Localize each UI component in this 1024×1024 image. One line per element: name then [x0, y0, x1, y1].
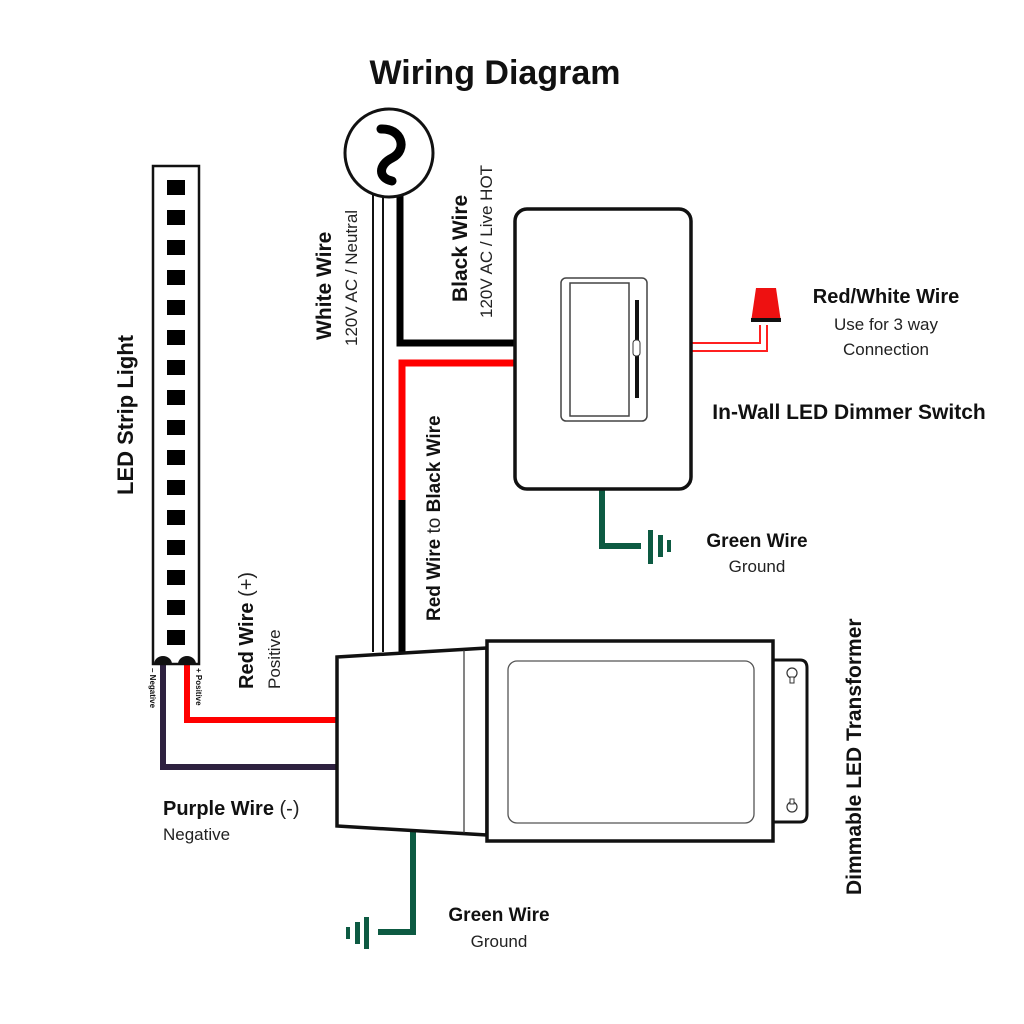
led-strip-label: LED Strip Light	[113, 334, 138, 495]
joiner-word: to	[424, 512, 445, 538]
positive-sign: (+)	[236, 572, 258, 603]
red-positive-wire-label: Red Wire (+)	[236, 572, 258, 689]
red-white-wire-desc-1: Use for 3 way	[834, 315, 938, 334]
ac-wave-icon	[376, 124, 406, 186]
red-positive-wire-desc: Positive	[265, 629, 284, 689]
led-chip	[167, 270, 185, 285]
transformer-label-panel	[507, 660, 755, 824]
green-wire-switch-desc: Ground	[729, 557, 786, 576]
red-positive-wire	[184, 664, 338, 723]
black-wire-label: Black Wire	[449, 195, 472, 302]
led-chip	[167, 450, 185, 465]
led-chip	[167, 570, 185, 585]
led-chip	[167, 300, 185, 315]
black-wire-desc: 120V AC / Live HOT	[477, 165, 496, 318]
led-chip	[167, 210, 185, 225]
red-wire-name: Red Wire	[236, 602, 258, 689]
purple-wire-name: Purple Wire	[163, 798, 274, 820]
purple-negative-wire-desc: Negative	[163, 825, 230, 844]
purple-negative-wire-label: Purple Wire (-)	[163, 798, 300, 820]
transformer-label: Dimmable LED Transformer	[843, 618, 866, 895]
green-ground-wire-transformer	[378, 832, 416, 935]
led-chips	[167, 180, 185, 645]
led-chip	[167, 540, 185, 555]
led-chip	[167, 510, 185, 525]
led-strip	[151, 164, 201, 666]
red-white-wire-desc-2: Connection	[843, 340, 929, 359]
white-neutral-wire	[372, 195, 384, 652]
led-chip	[167, 330, 185, 345]
wire-nut-connector-icon	[751, 288, 781, 322]
white-wire-label: White Wire	[313, 232, 336, 340]
led-chip	[167, 390, 185, 405]
black-wire-word: Black Wire	[424, 415, 445, 512]
green-wire-transformer-desc: Ground	[471, 932, 528, 951]
led-chip	[167, 630, 185, 645]
red-white-three-way-wire	[692, 325, 768, 352]
mounting-tab	[774, 658, 809, 824]
red-white-wire-label: Red/White Wire	[813, 286, 960, 308]
mounting-hole-icon	[786, 798, 798, 813]
led-chip	[167, 360, 185, 375]
black-hot-wire	[396, 195, 518, 347]
strip-negative-terminal-label: – Negative	[148, 668, 157, 709]
red-switch-wire	[398, 359, 516, 500]
green-wire-transformer-label: Green Wire	[448, 905, 549, 926]
strip-terminal-positive	[178, 656, 196, 664]
led-chip	[167, 480, 185, 495]
red-wire-word: Red Wire	[424, 539, 445, 621]
led-chip	[167, 180, 185, 195]
strip-terminal-negative	[154, 656, 172, 664]
green-wire-switch-label: Green Wire	[706, 531, 807, 552]
led-transformer	[335, 639, 809, 843]
dimmer-switch-label: In-Wall LED Dimmer Switch	[712, 401, 985, 424]
purple-negative-wire	[160, 664, 338, 770]
negative-sign: (-)	[274, 798, 300, 820]
ac-power-source	[343, 107, 435, 199]
red-to-black-wire-label: Red Wire to Black Wire	[424, 415, 445, 621]
dimmer-rocker	[569, 282, 630, 417]
dimmer-switch	[513, 207, 693, 491]
white-wire-desc: 120V AC / Neutral	[342, 210, 361, 346]
green-ground-wire-switch	[599, 488, 641, 549]
led-chip	[167, 240, 185, 255]
dimmer-slider-knob	[632, 339, 641, 357]
ground-symbol-icon	[648, 530, 671, 564]
mounting-hole-icon	[786, 667, 798, 684]
diagram-title: Wiring Diagram	[370, 54, 621, 92]
led-chip	[167, 420, 185, 435]
strip-positive-terminal-label: + Positive	[194, 668, 203, 706]
led-chip	[167, 600, 185, 615]
ground-symbol-icon	[346, 917, 369, 949]
